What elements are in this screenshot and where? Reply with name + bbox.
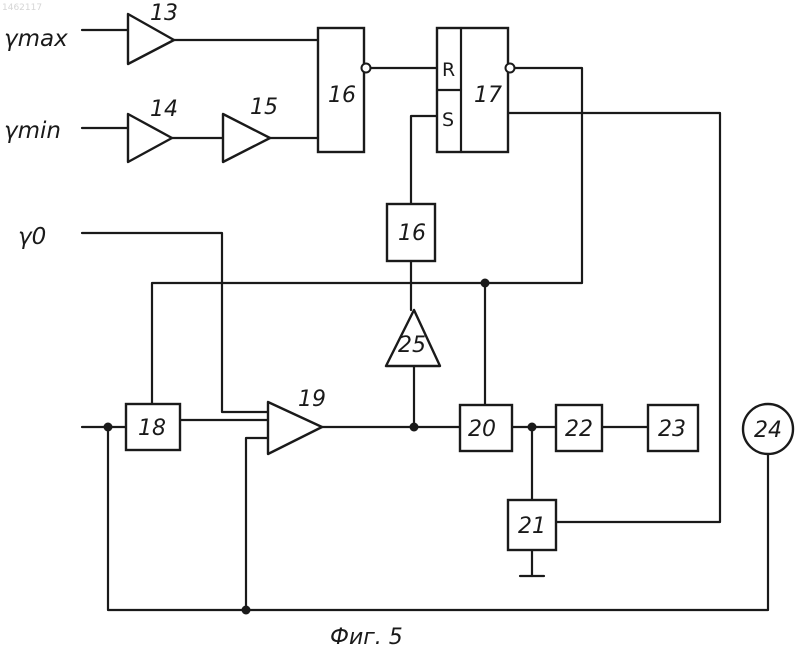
- junction-dot: [104, 423, 113, 432]
- figure-caption: Фиг. 5: [330, 625, 403, 650]
- amplifier-15: [223, 114, 270, 162]
- label-13: 13: [150, 1, 178, 26]
- label-15: 15: [250, 95, 278, 120]
- corner-mark: 1462117: [2, 3, 42, 13]
- junction-dot: [481, 279, 490, 288]
- label-14: 14: [150, 97, 178, 122]
- junction-dot: [410, 423, 419, 432]
- input-gamma-max-label: γmax: [4, 26, 68, 52]
- label-16-mid: 16: [398, 221, 426, 246]
- label-23: 23: [658, 417, 686, 442]
- input-gamma-0-label: γ0: [18, 224, 46, 250]
- label-19: 19: [298, 387, 326, 412]
- inverter-bubble-16: [362, 64, 371, 73]
- pin-s-label: S: [442, 109, 454, 131]
- label-21: 21: [518, 514, 546, 539]
- label-24: 24: [754, 418, 782, 443]
- label-25: 25: [398, 333, 426, 358]
- label-20: 20: [468, 417, 496, 442]
- pin-r-label: R: [442, 59, 455, 81]
- label-18: 18: [138, 416, 166, 441]
- label-17: 17: [474, 83, 502, 108]
- input-gamma-min-label: γmin: [4, 118, 61, 144]
- wires: [82, 30, 768, 610]
- label-22: 22: [565, 417, 593, 442]
- junction-dot: [242, 606, 251, 615]
- junction-dot: [528, 423, 537, 432]
- label-16-top: 16: [328, 83, 356, 108]
- inverter-bubble-17: [506, 64, 515, 73]
